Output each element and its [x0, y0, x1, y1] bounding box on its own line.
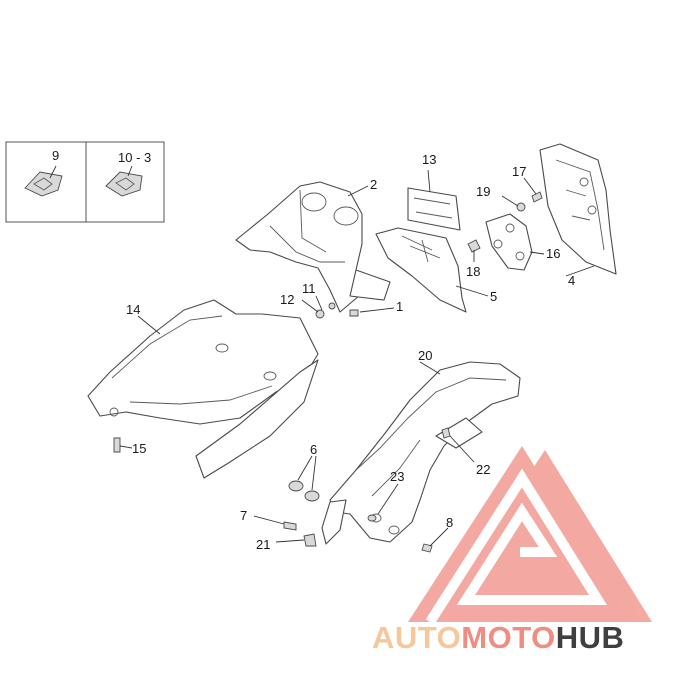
callout-14: 14 — [126, 302, 140, 317]
callout-16: 16 — [546, 246, 560, 261]
callout-labels: 9 10 - 3 2 13 17 19 16 18 4 5 1 11 12 14… — [52, 148, 575, 552]
callout-4: 4 — [568, 273, 575, 288]
part-4-rear-panel — [539, 143, 617, 275]
callout-13: 13 — [422, 152, 436, 167]
svg-text:AUTOMOTOHUB: AUTOMOTOHUB — [372, 620, 624, 655]
part-13-lens — [407, 187, 461, 231]
watermark-auto: AUTO — [372, 620, 461, 655]
part-2-headlight-housing — [235, 181, 391, 313]
callout-15: 15 — [132, 441, 146, 456]
callout-17: 17 — [512, 164, 526, 179]
callout-8: 8 — [446, 515, 453, 530]
callout-11: 11 — [302, 281, 316, 296]
part-14-side-panel — [87, 299, 319, 479]
part-5-plate — [375, 227, 467, 313]
callout-23: 23 — [390, 469, 404, 484]
callout-10-3: 10 - 3 — [118, 150, 151, 165]
inset-box — [5, 141, 165, 223]
callout-22: 22 — [476, 462, 490, 477]
callout-1: 1 — [396, 299, 403, 314]
callout-21: 21 — [256, 537, 270, 552]
callout-12: 12 — [280, 292, 294, 307]
leader-lines — [119, 169, 595, 547]
callout-9: 9 — [52, 148, 59, 163]
part-20-rear-fender — [321, 361, 521, 545]
callout-6: 6 — [310, 442, 317, 457]
watermark-moto: MOTO — [461, 620, 555, 655]
part-16-bracket — [485, 213, 533, 271]
callout-18: 18 — [466, 264, 480, 279]
callout-5: 5 — [490, 289, 497, 304]
callout-20: 20 — [418, 348, 432, 363]
watermark-text: AUTOMOTOHUB — [372, 620, 624, 655]
watermark-hub: HUB — [556, 620, 625, 655]
callout-19: 19 — [476, 184, 490, 199]
hardware-fasteners — [113, 302, 451, 553]
callout-2: 2 — [370, 177, 377, 192]
clip-10-3-icon — [105, 171, 143, 197]
watermark-logo-icon — [408, 446, 652, 625]
hardware-17-18-19 — [467, 191, 543, 253]
clip-9-icon — [24, 171, 63, 197]
callout-7: 7 — [240, 508, 247, 523]
